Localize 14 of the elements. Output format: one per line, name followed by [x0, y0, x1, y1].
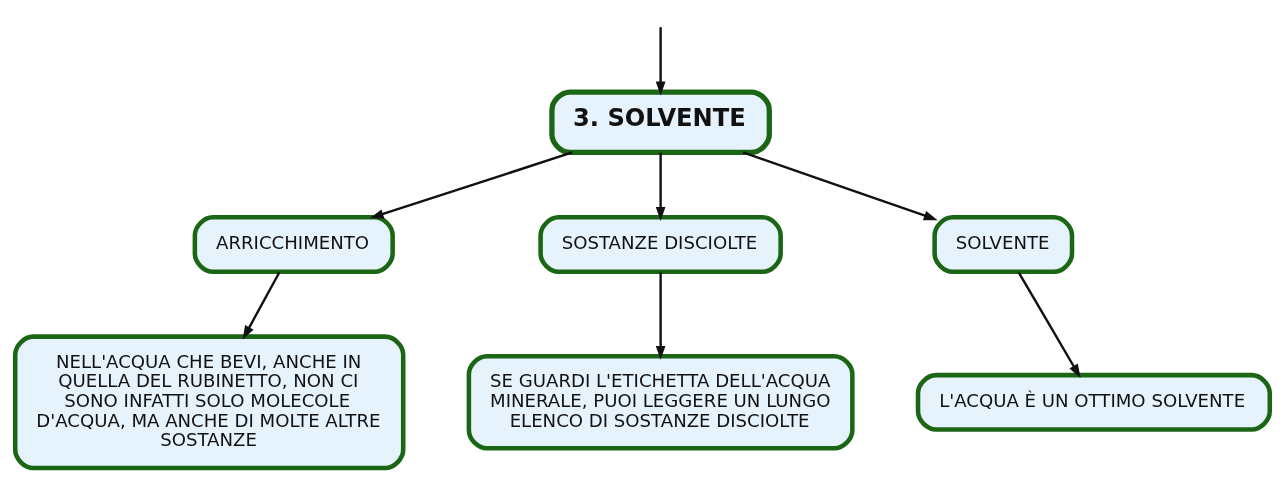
node-box: ARRICCHIMENTO [192, 215, 395, 274]
node-box: SOLVENTE [932, 215, 1075, 274]
arrow [1017, 271, 1081, 379]
node-box: 3. SOLVENTE [549, 89, 772, 156]
arrow [242, 271, 281, 340]
arrow [369, 151, 573, 219]
node-box: SOSTANZE DISCIOLTE [538, 215, 783, 274]
node-box: SE GUARDI L'ETICHETTA DELL'ACQUA MINERALE, PUOI LEGGERE UN LUNGO ELENCO DI SOSTANZE DISCIOLTE [466, 353, 855, 451]
node-box: L'ACQUA È UN OTTIMO SOLVENTE [915, 372, 1273, 432]
node-box: NELL'ACQUA CHE BEVI, ANCHE IN QUELLA DEL RUBINETTO, NON CI SONO INFATTI SOLO MOLECOLE D'ACQUA, MA ANCHE DI MOLTE ALTRE SOSTANZE [12, 334, 406, 471]
arrow [655, 27, 666, 96]
arrow [655, 152, 666, 221]
arrow [655, 272, 666, 360]
arrow [742, 151, 938, 221]
